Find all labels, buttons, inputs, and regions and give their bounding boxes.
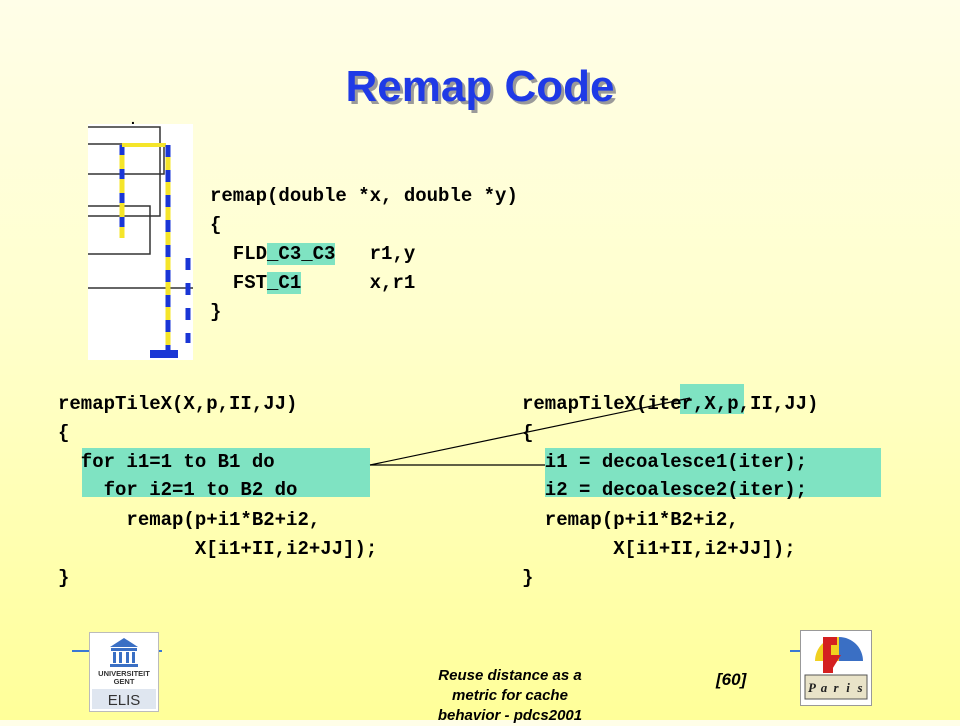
highlighted-code: _C3_C3 [267, 243, 336, 265]
code-line: { [210, 214, 222, 236]
footer-line: Reuse distance as a [438, 667, 582, 684]
code-line: for i2=1 to B2 do [58, 479, 298, 501]
code-line: FLD_C3_C3 r1,y [210, 242, 415, 266]
code-line: X[i1+II,i2+JJ]); [58, 538, 378, 560]
paris-logo: P a r i s [800, 630, 872, 706]
code-line: FST_C1 x,r1 [210, 271, 415, 295]
paris-letter: a [821, 680, 828, 695]
code-line: } [58, 567, 70, 589]
elis-text: ELIS [108, 692, 141, 709]
ugent-elis-logo: UNIVERSITEIT GENT ELIS [89, 632, 159, 712]
code-text: x,r1 [301, 272, 416, 294]
code-line: remapTileX(iter,X,p,II,JJ) [522, 392, 818, 416]
code-line: i2 = decoalesce2(iter); [522, 479, 808, 501]
highlighted-code: _C1 [267, 272, 302, 294]
ugent-text-1: UNIVERSITEIT [98, 669, 150, 678]
iter-highlight-box [680, 384, 744, 414]
code-text-iter: iter [647, 393, 694, 415]
code-line: { [58, 422, 70, 444]
code-line: remap(double *x, double *y) [210, 185, 518, 207]
code-line: { [522, 422, 534, 444]
footer-line: metric for cache [452, 687, 568, 704]
footer-line: behavior - pdcs2001 [437, 707, 583, 724]
code-line: remapTileX(X,p,II,JJ) [58, 393, 298, 415]
code-line: } [210, 301, 222, 323]
slide-title: Remap Code [345, 62, 615, 111]
code-text: ,X,p,II,JJ) [693, 393, 819, 415]
code-line: } [522, 567, 534, 589]
paris-letter: s [856, 680, 862, 695]
loop-highlight-box [82, 448, 370, 497]
memory-layout-graphic: . [88, 118, 193, 360]
code-text: r1,y [335, 243, 416, 265]
footer-caption: Reuse distance as a metric for cache beh… [400, 666, 620, 726]
code-line: for i1=1 to B1 do [58, 451, 287, 473]
code-line: i1 = decoalesce1(iter); [522, 451, 808, 473]
paris-letter: P [808, 680, 817, 695]
svg-text:.: . [131, 118, 135, 127]
code-line: remap(p+i1*B2+i2, [58, 509, 321, 531]
paris-letter: r [833, 680, 839, 695]
code-text: remapTileX( [522, 393, 648, 415]
paris-letter: i [846, 680, 850, 695]
code-line: X[i1+II,i2+JJ]); [522, 538, 796, 560]
code-text: FST [210, 272, 268, 294]
code-text: FLD [210, 243, 268, 265]
page-number: [60] [716, 670, 747, 689]
ugent-text-2: GENT [114, 677, 135, 686]
code-line: remap(p+i1*B2+i2, [522, 509, 739, 531]
